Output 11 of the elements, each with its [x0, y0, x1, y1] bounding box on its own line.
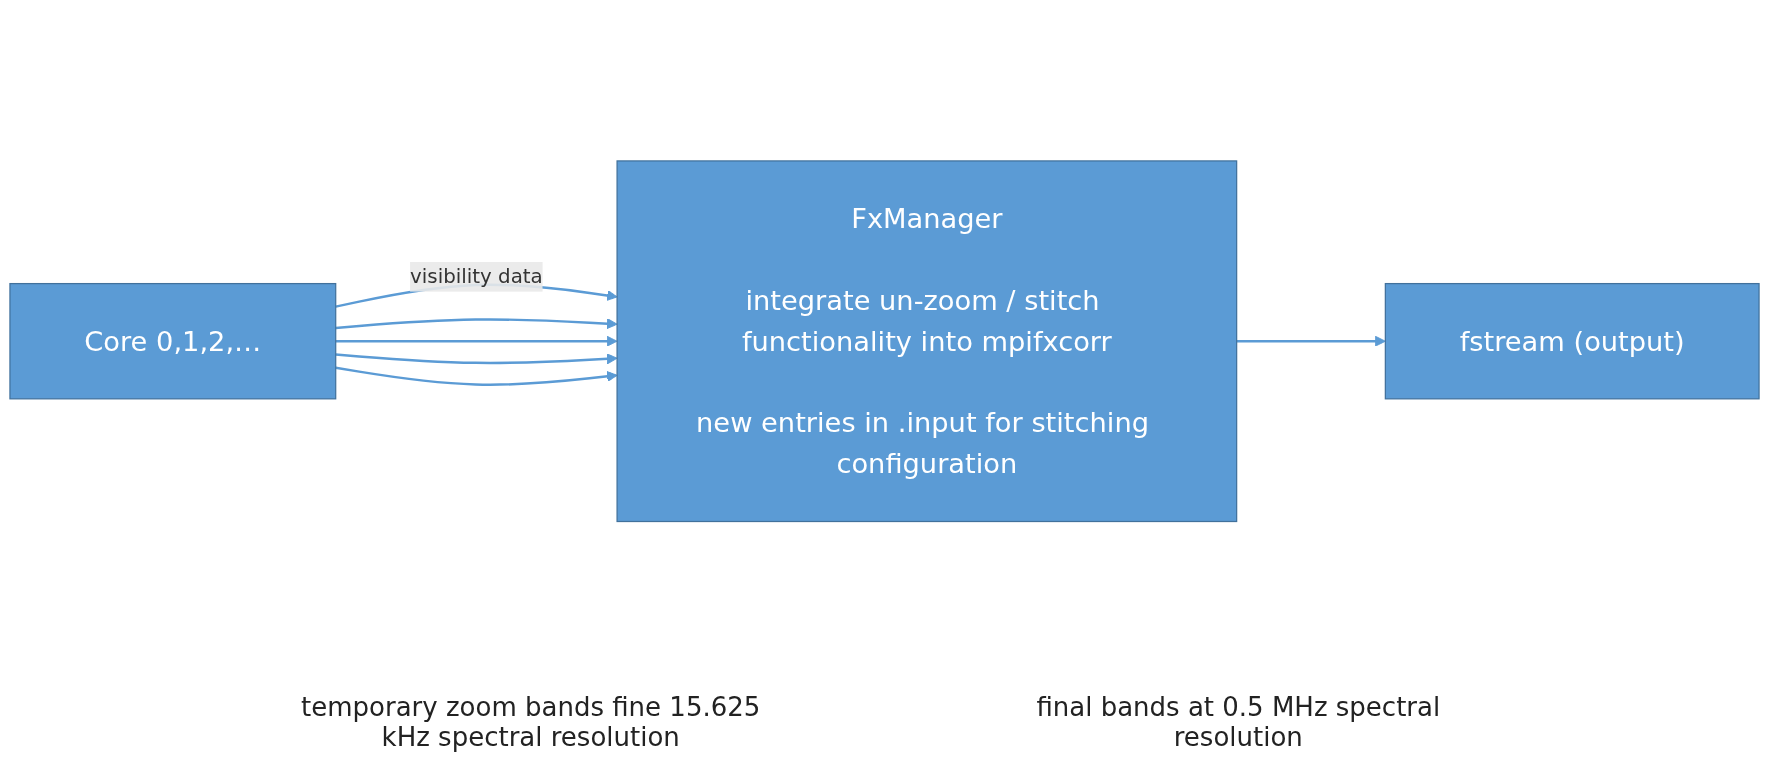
- node-box: FxManager integrate un-zoom / stitch functionality into mpifxcorr new entries in .input for stitching configuration: [616, 160, 1238, 522]
- edge-label: visibility data: [410, 264, 543, 288]
- arrow: [335, 353, 618, 365]
- node-box: fstream (output): [1384, 282, 1760, 400]
- arrow: [335, 335, 618, 347]
- arrow: [335, 366, 618, 386]
- note-text: temporary zoom bands fine 15.625 kHz spectral resolution: [300, 692, 761, 752]
- node-box: Core 0,1,2,…: [9, 282, 337, 400]
- arrow: [335, 317, 618, 329]
- arrow: [1236, 335, 1386, 347]
- note-text: final bands at 0.5 MHz spectral resolution: [1035, 692, 1442, 752]
